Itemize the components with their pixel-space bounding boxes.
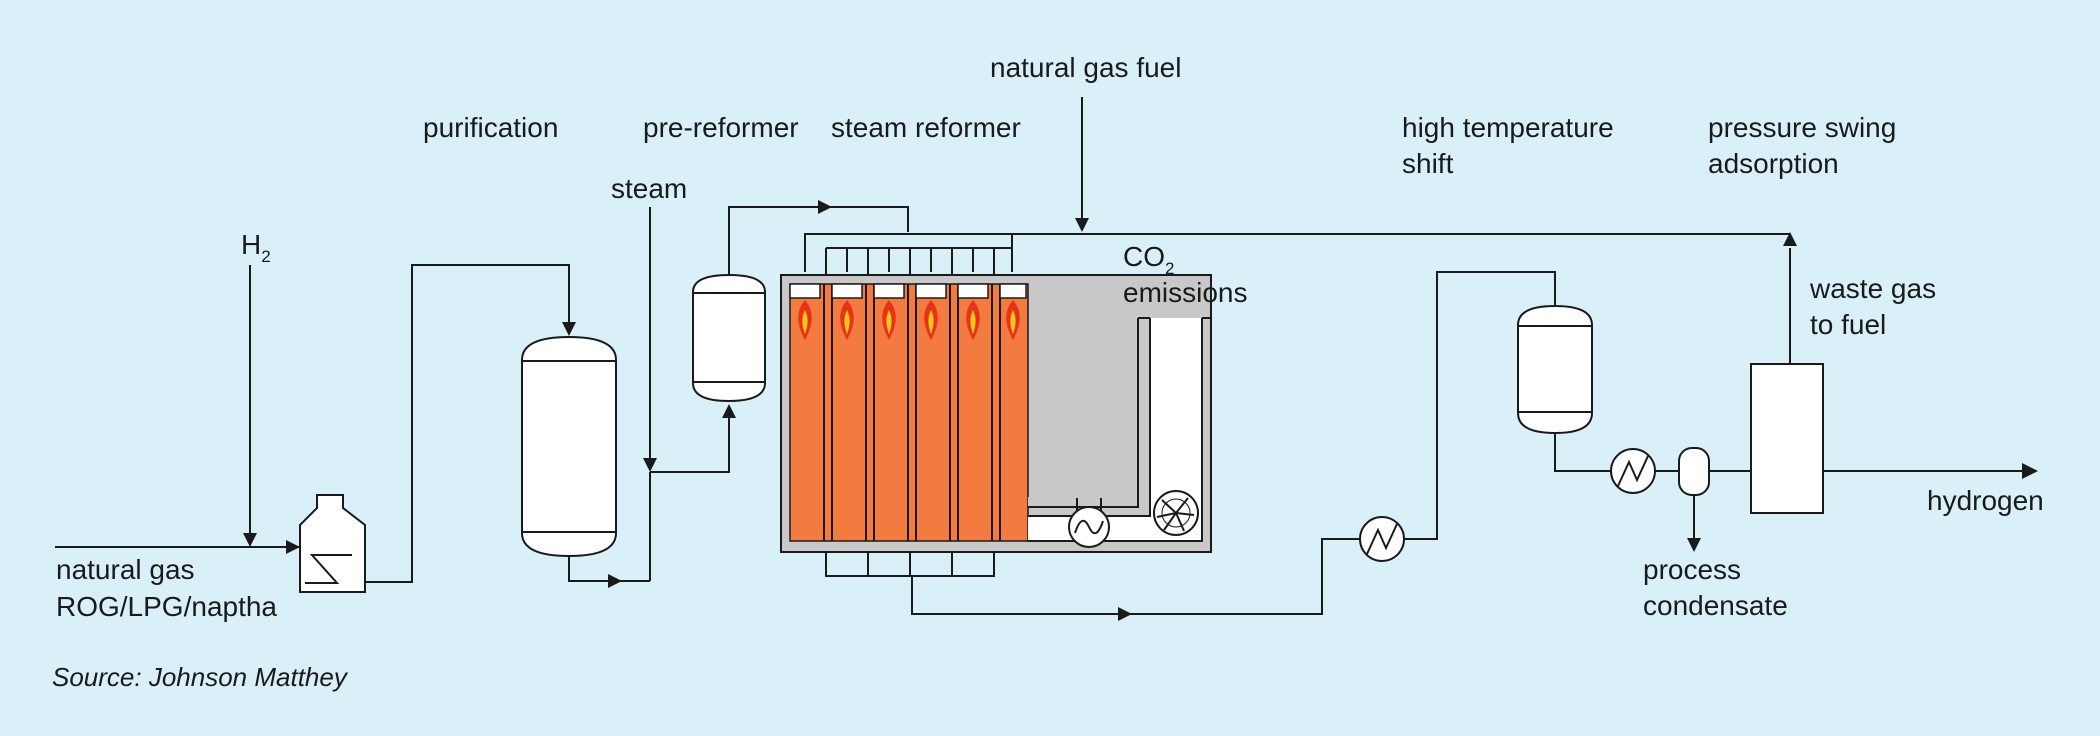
burner-1 [789,283,821,340]
h2-base: H [241,229,261,260]
reformer-tubes [823,284,1001,541]
line-pre-reformer-out [728,200,909,275]
feed-line [55,265,300,554]
label-waste-gas-line2: to fuel [1810,309,1886,340]
burner-2 [831,283,863,340]
purification-vessel [521,335,617,558]
hts-outlet-line [1554,433,1751,552]
label-psa-line2: adsorption [1708,148,1839,179]
feed-preheater [299,494,366,593]
label-natural-gas-fuel: natural gas fuel [990,52,1181,83]
fuel-header [804,97,1790,272]
burners [789,283,1027,340]
label-hts-line2: shift [1402,148,1454,179]
label-purification: purification [423,112,558,143]
steam-line [643,207,736,473]
label-feed-line2: ROG/LPG/naptha [56,591,277,622]
label-waste-gas-line1: waste gas [1809,273,1936,304]
line-to-purification [365,264,576,583]
source-credit: Source: Johnson Matthey [52,662,349,692]
pre-reformer-vessel [692,273,766,403]
psa-unit [1750,232,2038,514]
label-psa-line1: pressure swing [1708,112,1896,143]
label-condensate-line2: condensate [1643,590,1788,621]
burner-3 [873,283,905,340]
fan-icon [1153,490,1199,536]
label-steam-reformer: steam reformer [831,112,1021,143]
h2-subscript: 2 [261,247,270,266]
burner-4 [915,283,947,340]
label-h2: H2 [241,229,271,266]
label-hts-line1: high temperature [1402,112,1614,143]
label-steam: steam [611,173,687,204]
heat-exchanger-1 [1359,271,1556,562]
label-pre-reformer: pre-reformer [643,112,799,143]
label-feed-line1: natural gas [56,554,195,585]
label-hydrogen: hydrogen [1927,485,2044,516]
convection-coil [1068,498,1110,548]
line-purification-out [568,472,651,588]
co2-subscript: 2 [1165,259,1174,278]
label-condensate-line1: process [1643,554,1741,585]
burner-5 [957,283,989,340]
co2-base: CO [1123,241,1165,272]
reformer-outlet [825,538,1360,621]
hts-vessel [1517,304,1593,435]
burner-6 [999,283,1027,340]
label-emissions: emissions [1123,277,1247,308]
label-co2: CO2 [1123,241,1174,278]
